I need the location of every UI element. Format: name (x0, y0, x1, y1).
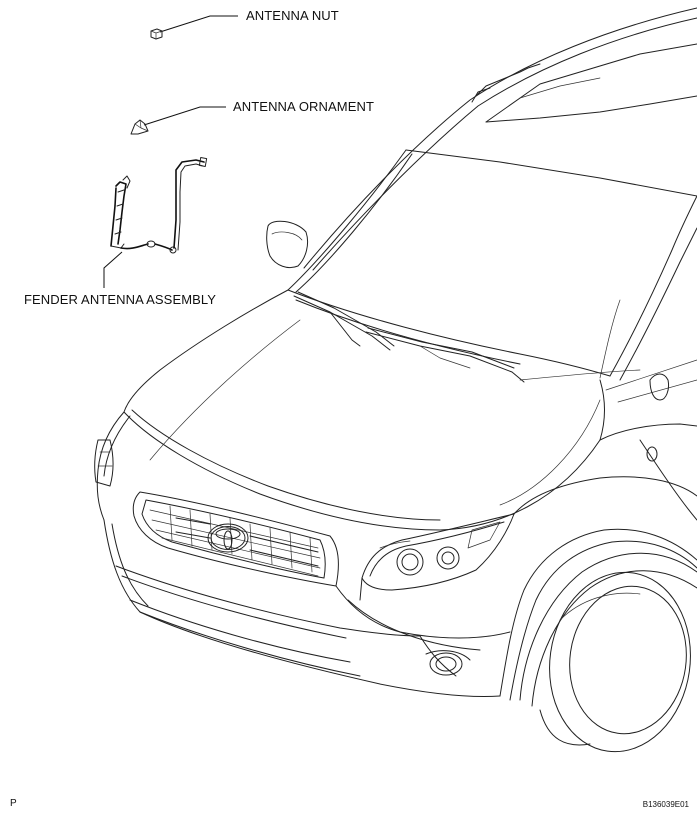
leader-fender-antenna (103, 251, 123, 288)
leader-antenna-nut (159, 15, 238, 33)
fender-antenna-part (110, 157, 208, 254)
right-front-fender (499, 359, 697, 701)
label-antenna-ornament: ANTENNA ORNAMENT (233, 99, 375, 114)
leader-lines (103, 15, 238, 288)
roof (303, 7, 697, 271)
side-mirror (266, 220, 309, 269)
toyota-emblem (207, 523, 249, 553)
right-headlamp (361, 513, 515, 591)
grille (132, 491, 339, 587)
wipers (293, 291, 525, 383)
windshield (287, 149, 697, 381)
label-antenna-nut: ANTENNA NUT (246, 8, 339, 23)
hood (123, 289, 605, 531)
antenna-nut-part (150, 28, 163, 40)
fog-lamp (425, 650, 471, 676)
front-tire (519, 552, 697, 753)
left-fender (94, 411, 131, 521)
figure-code: B136039E01 (642, 800, 689, 809)
front-bumper (103, 519, 511, 697)
label-fender-antenna-assembly: FENDER ANTENNA ASSEMBLY (24, 292, 217, 307)
corner-letter: P (10, 798, 17, 809)
body-side (519, 369, 697, 521)
leader-antenna-ornament (143, 106, 226, 126)
antenna-ornament-part (130, 119, 149, 135)
